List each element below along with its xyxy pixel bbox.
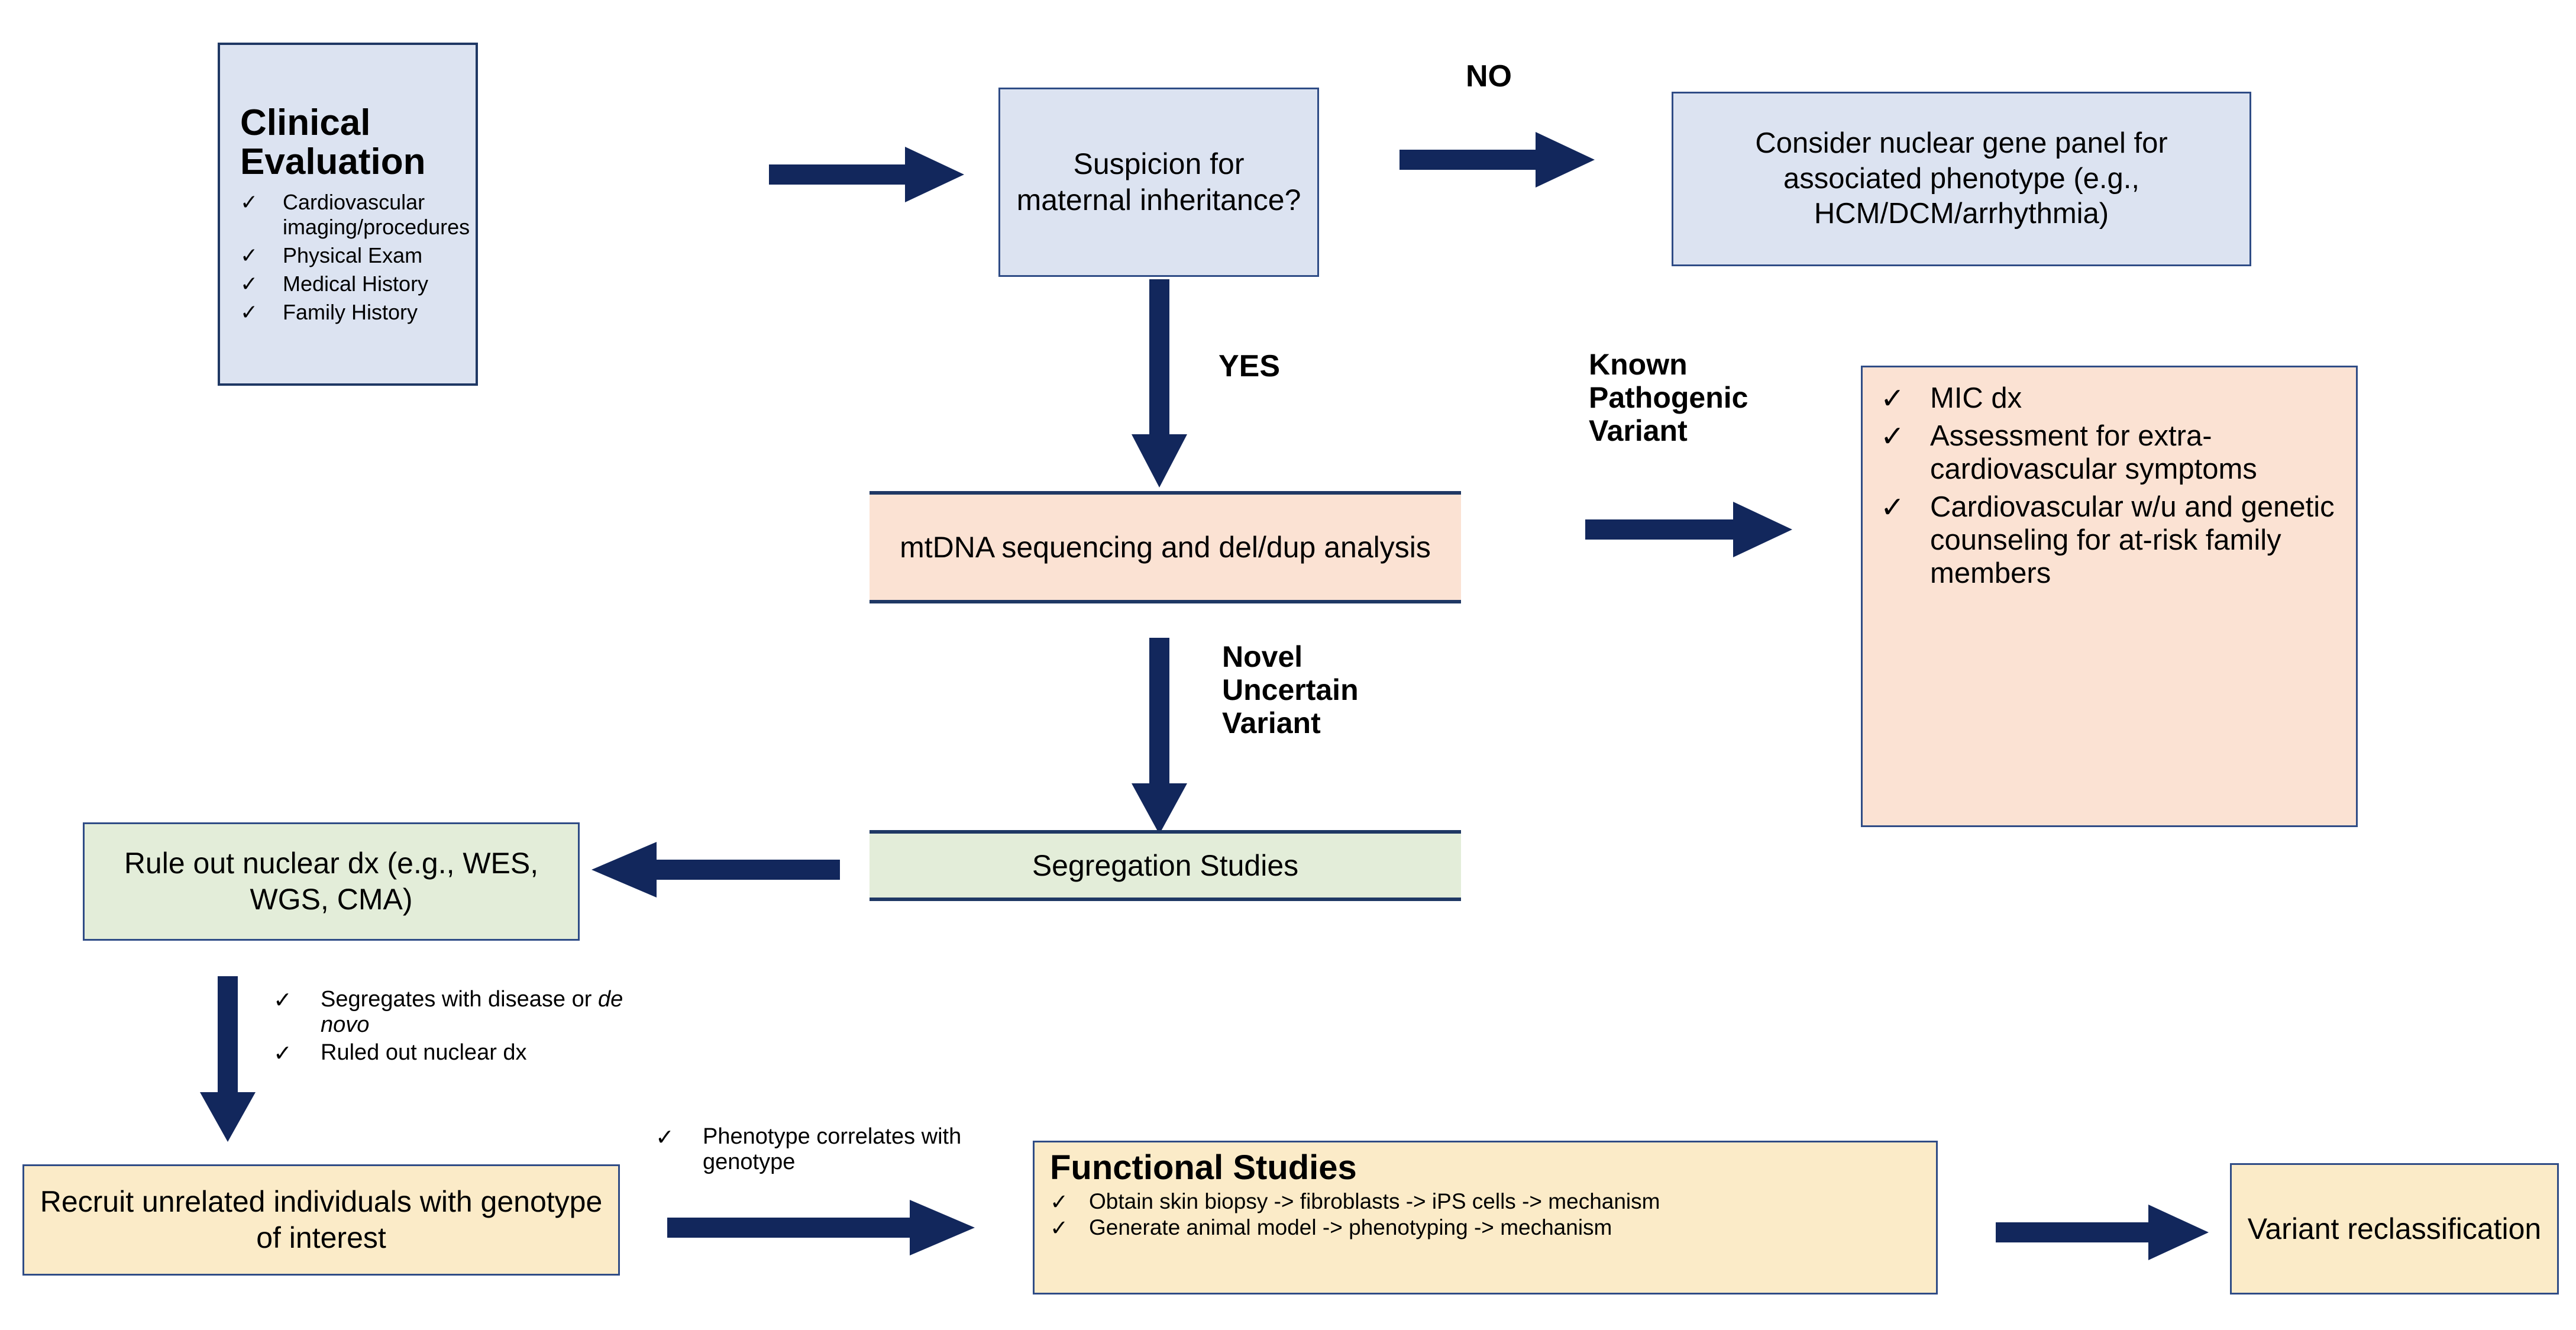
node-consider-nuclear-gene-panel[interactable]: Consider nuclear gene panel for associat… (1672, 92, 2251, 266)
node-label: Rule out nuclear dx (e.g., WES, WGS, CMA… (124, 847, 539, 916)
list-item-label: MIC dx (1930, 382, 2022, 414)
node-suspicion-for-maternal-inheritance[interactable]: Suspicion for maternal inheritance? (998, 88, 1319, 277)
check-icon: ✓ (1880, 492, 1905, 524)
check-icon: ✓ (273, 1041, 292, 1066)
list-item-label: Physical Exam (283, 243, 423, 267)
check-icon: ✓ (1880, 383, 1905, 415)
list-item: ✓ Ruled out nuclear dx (273, 1040, 640, 1066)
list-item: ✓ Physical Exam (240, 243, 463, 268)
mic-outcomes-list: ✓ MIC dx ✓ Assessment for extra-cardiova… (1880, 382, 2342, 590)
check-icon: ✓ (273, 988, 292, 1013)
list-item: ✓ Assessment for extra-cardiovascular sy… (1880, 419, 2342, 486)
list-item-label: Phenotype correlates with genotype (703, 1124, 962, 1174)
arrow-right-icon (769, 142, 964, 207)
list-item: ✓ Medical History (240, 272, 463, 296)
node-label: mtDNA sequencing and del/dup analysis (900, 530, 1431, 564)
italic-term: de novo (321, 987, 623, 1037)
arrow-right-icon (1399, 127, 1595, 192)
node-mtdna-sequencing[interactable]: mtDNA sequencing and del/dup analysis (870, 491, 1461, 603)
arrow-right-icon (667, 1195, 975, 1260)
edge-label-no: NO (1466, 59, 1512, 93)
arrow-down-icon (1127, 279, 1192, 488)
clinical-evaluation-title: Clinical Evaluation (240, 102, 426, 182)
list-item: ✓ Cardiovascular imaging/procedures (240, 189, 470, 240)
annotation-phenotype-correlates: ✓ Phenotype correlates with genotype (655, 1124, 987, 1195)
arrow-right-icon (1585, 497, 1792, 562)
check-icon: ✓ (240, 243, 258, 267)
list-item: ✓ Phenotype correlates with genotype (655, 1124, 987, 1175)
functional-studies-list: ✓ Obtain skin biopsy -> fibroblasts -> i… (1050, 1189, 1925, 1240)
edge-label-yes: YES (1218, 349, 1281, 383)
node-rule-out-nuclear-dx[interactable]: Rule out nuclear dx (e.g., WES, WGS, CMA… (83, 822, 580, 941)
list-item: ✓ Family History (240, 300, 463, 325)
list-item-label: Obtain skin biopsy -> fibroblasts -> iPS… (1089, 1189, 1660, 1214)
list-item-label: Cardiovascular imaging/procedures (283, 189, 470, 239)
arrow-down-icon (195, 976, 260, 1142)
check-icon: ✓ (655, 1125, 674, 1150)
list-item-label: Segregates with disease or de novo (321, 987, 623, 1037)
check-icon: ✓ (1050, 1216, 1069, 1241)
node-mic-outcomes[interactable]: ✓ MIC dx ✓ Assessment for extra-cardiova… (1861, 366, 2358, 827)
node-label: Segregation Studies (1032, 848, 1299, 882)
clinical-evaluation-list: ✓ Cardiovascular imaging/procedures ✓ Ph… (240, 189, 470, 325)
check-icon: ✓ (1050, 1190, 1069, 1215)
list-item: ✓ Obtain skin biopsy -> fibroblasts -> i… (1050, 1189, 1925, 1214)
segregation-criteria-list: ✓ Segregates with disease or de novo ✓ R… (273, 987, 640, 1066)
node-variant-reclassification[interactable]: Variant reclassification (2230, 1163, 2559, 1295)
check-icon: ✓ (240, 189, 258, 214)
check-icon: ✓ (240, 271, 258, 296)
list-item: ✓ Cardiovascular w/u and genetic counsel… (1880, 490, 2342, 590)
phenotype-correlates-list: ✓ Phenotype correlates with genotype (655, 1124, 987, 1175)
node-recruit-unrelated-individuals[interactable]: Recruit unrelated individuals with genot… (22, 1164, 620, 1276)
list-item-label: Family History (283, 299, 418, 324)
arrow-right-icon (1996, 1200, 2209, 1265)
list-item-label: Ruled out nuclear dx (321, 1040, 527, 1065)
edge-label-known-pathogenic-variant: Known Pathogenic Variant (1589, 348, 1748, 447)
list-item-label: Generate animal model -> phenotyping -> … (1089, 1215, 1612, 1240)
node-clinical-evaluation[interactable]: Clinical Evaluation ✓ Cardiovascular ima… (218, 43, 478, 386)
edge-label-novel-uncertain-variant: Novel Uncertain Variant (1222, 640, 1359, 740)
node-functional-studies[interactable]: Functional Studies ✓ Obtain skin biopsy … (1033, 1141, 1938, 1295)
arrow-down-icon (1127, 638, 1192, 834)
functional-studies-title: Functional Studies (1050, 1148, 1357, 1187)
list-item-label: Cardiovascular w/u and genetic counselin… (1930, 491, 2335, 589)
list-item-label: Medical History (283, 271, 429, 296)
node-label: Variant reclassification (2247, 1212, 2542, 1245)
list-item-label: Assessment for extra-cardiovascular symp… (1930, 420, 2257, 485)
node-label: Suspicion for maternal inheritance? (1016, 147, 1301, 217)
list-item: ✓ Generate animal model -> phenotyping -… (1050, 1215, 1925, 1240)
check-icon: ✓ (1880, 421, 1905, 453)
list-item: ✓ MIC dx (1880, 382, 2342, 415)
node-segregation-studies[interactable]: Segregation Studies (870, 830, 1461, 901)
arrow-left-icon (592, 837, 840, 902)
annotation-segregation-criteria: ✓ Segregates with disease or de novo ✓ R… (273, 987, 640, 1123)
node-label: Consider nuclear gene panel for associat… (1755, 127, 2168, 230)
list-item: ✓ Segregates with disease or de novo (273, 987, 640, 1038)
check-icon: ✓ (240, 299, 258, 324)
node-label: Recruit unrelated individuals with genot… (40, 1185, 603, 1254)
